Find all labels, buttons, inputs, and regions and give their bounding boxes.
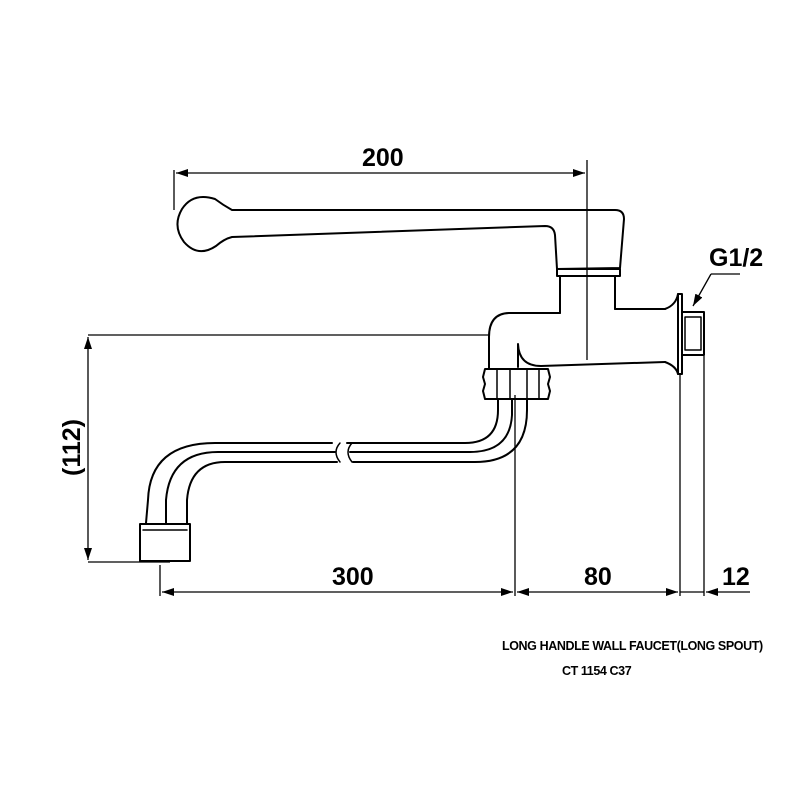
swivel-nut [482,368,551,400]
spout-outer [352,398,528,463]
spout-inner [346,398,499,444]
wall-flange [677,293,683,375]
aerator-tip [139,523,191,562]
dim-spout-reach: 300 [332,563,374,591]
threaded-connection [681,311,705,356]
body-elbow [488,312,511,369]
dim-body-depth: 80 [584,563,612,591]
dim-thread-size: G1/2 [709,244,763,272]
lever-handle [176,196,625,270]
drawing-title: LONG HANDLE WALL FAUCET(LONG SPOUT) [502,639,763,653]
extension-lines [88,160,705,596]
body-top [509,308,666,314]
valve-stem [559,275,616,314]
model-number: CT 1154 C37 [562,664,632,678]
faucet-outline [139,196,705,562]
dim-handle-length: 200 [362,144,404,172]
body-flange-curve [664,293,679,375]
break-symbol [335,442,353,463]
dim-flange-thickness: 12 [722,563,750,591]
dim-height: (112) [58,419,86,476]
handle-collar [556,268,621,277]
dimension-lines [84,169,750,596]
body-bottom [517,343,666,368]
